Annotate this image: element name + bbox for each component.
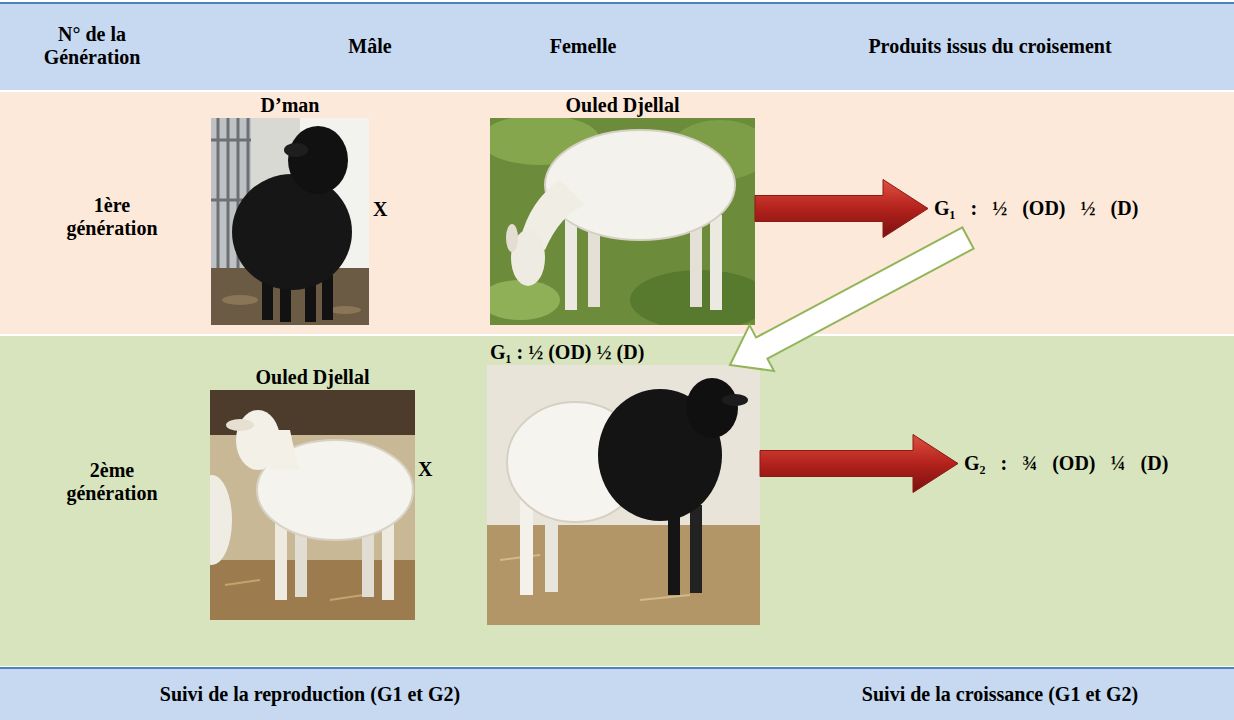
- generation-label: 1ère génération: [57, 194, 167, 240]
- column-header: N° de la Génération: [22, 23, 162, 69]
- cross-sign: X: [373, 198, 387, 221]
- text-slot: Suivi de la reproduction (G1 et G2): [160, 683, 460, 706]
- ouled-djellal-ewe-photo: [490, 118, 755, 325]
- breed-label: Ouled Djellal: [490, 94, 755, 117]
- text-slot: G₁ : ½ (OD) ½ (D): [934, 197, 1138, 220]
- genotype-label: G₂ : ¾ (OD) ¼ (D): [964, 452, 1168, 475]
- text-slot: 1ère génération: [57, 194, 167, 240]
- column-header: Produits issus du croisement: [868, 35, 1111, 58]
- text-slot: Suivi de la croissance (G1 et G2): [862, 683, 1138, 706]
- generation-band: Ouled Djellal G₁ : ½ (OD) ½ (D) G₂ : ¾ (OD…: [0, 336, 1234, 666]
- text-slot: Ouled Djellal: [490, 94, 755, 117]
- label-slot: X: [373, 198, 387, 221]
- column-header: Mâle: [348, 35, 391, 58]
- text-slot: Mâle: [348, 35, 391, 58]
- sheep-photo: G₁ : ½ (OD) ½ (D): [487, 365, 760, 625]
- cross-sign: X: [418, 458, 432, 481]
- generation-band: D’manOuled DjellalG₁ : ½ (OD) ½ (D)1ère …: [0, 92, 1234, 334]
- generation-label: 2ème génération: [57, 459, 167, 505]
- text-slot: Femelle: [550, 35, 617, 58]
- header-band: N° de la Génération Mâle Femelle Produits i…: [0, 3, 1234, 90]
- text-slot: Ouled Djellal: [210, 366, 415, 389]
- footer-label: Suivi de la reproduction (G1 et G2): [160, 683, 460, 706]
- dman-ram-photo: [211, 118, 369, 325]
- footer-label: Suivi de la croissance (G1 et G2): [862, 683, 1138, 706]
- text-slot: N° de la Génération: [22, 23, 162, 69]
- text-slot: G₂ : ¾ (OD) ¼ (D): [964, 452, 1168, 475]
- footer-band: Suivi de la reproduction (G1 et G2) Suivi…: [0, 668, 1234, 720]
- breed-label: D’man: [211, 94, 369, 117]
- cross-arrow: [730, 227, 974, 371]
- text-slot: Produits issus du croisement: [868, 35, 1111, 58]
- header-rule: [0, 2, 1234, 4]
- sheep-photo: Ouled Djellal: [210, 390, 415, 620]
- footer-ground: [0, 668, 1234, 720]
- text-slot: D’man: [211, 94, 369, 117]
- footer-rule: [0, 667, 1234, 669]
- cross-arrow: [760, 435, 958, 493]
- crossbred-ewe-photo: [487, 365, 760, 625]
- sheep-photo: Ouled Djellal: [490, 118, 755, 325]
- cross-product: G₁ : ½ (OD) ½ (D): [928, 193, 1144, 224]
- text-slot: G₁ : ½ (OD) ½ (D): [490, 341, 644, 364]
- column-header: Femelle: [550, 35, 617, 58]
- genotype-label: G₁ : ½ (OD) ½ (D): [934, 197, 1138, 220]
- ouled-djellal-ram-photo: [210, 390, 415, 620]
- text-slot: 2ème génération: [57, 459, 167, 505]
- cross-arrow: [755, 180, 928, 238]
- label-slot: X: [418, 458, 432, 481]
- breed-label: Ouled Djellal: [210, 366, 415, 389]
- cross-product: G₂ : ¾ (OD) ¼ (D): [958, 448, 1174, 479]
- row-ground: [0, 336, 1234, 666]
- header-ground: [0, 3, 1234, 90]
- row-ground: [0, 92, 1234, 334]
- genotype-label: G₁ : ½ (OD) ½ (D): [490, 341, 644, 364]
- sheep-photo: D’man: [211, 118, 369, 325]
